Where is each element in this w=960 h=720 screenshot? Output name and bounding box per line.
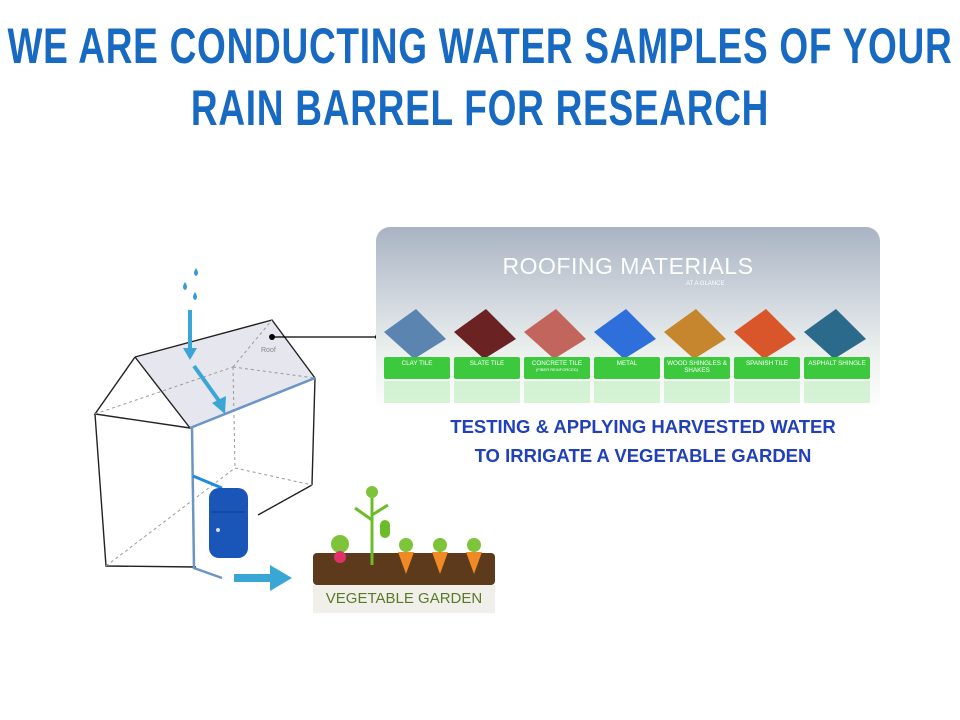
wood-shingle-icon [664, 309, 726, 357]
material-label-metal: METAL [594, 357, 660, 379]
house-outline [93, 319, 316, 568]
barrel-inlet-pipe [192, 474, 223, 490]
spanish-tile-icon [734, 309, 796, 357]
caption-line-1: TESTING & APPLYING HARVESTED WATER [450, 416, 836, 437]
roof-label: Roof [261, 347, 276, 354]
headline-line-2: RAIN BARREL FOR RESEARCH [190, 80, 770, 136]
garden-label: VEGETABLE GARDEN [325, 590, 483, 607]
asphalt-shingle-icon [804, 309, 866, 357]
carrot-icons [398, 538, 482, 574]
metal-icon [594, 309, 656, 357]
headline-line-1: WE ARE CONDUCTING WATER SAMPLES OF YOUR [7, 18, 953, 74]
rain-barrel-icon [209, 488, 248, 558]
house-hidden-edges [94, 319, 316, 567]
cucumber-plant-icon [354, 486, 390, 565]
caption-line-2: TO IRRIGATE A VEGETABLE GARDEN [474, 445, 812, 466]
material-label-slate-tile: SLATE TILE [454, 357, 520, 379]
material-label-clay-tile: CLAY TILE [384, 357, 450, 379]
raindrop-icons [183, 268, 198, 300]
flow-arrow-icons [183, 310, 292, 591]
gutter [189, 376, 316, 430]
clay-tile-icon [384, 309, 446, 357]
material-label-wood-shingles: WOOD SHINGLES & SHAKES [664, 357, 730, 379]
concrete-tile-icon [524, 309, 586, 357]
material-label-spanish-tile: SPANISH TILE [734, 357, 800, 379]
material-label-asphalt-shingle: ASPHALT SHINGLE [804, 357, 870, 379]
panel-title: ROOFING MATERIALS [502, 253, 754, 279]
roof-tile-icons [384, 309, 866, 357]
downspout [190, 427, 223, 580]
panel-subtitle: AT A GLANCE [686, 281, 725, 287]
slate-tile-icon [454, 309, 516, 357]
vegetable-garden-illustration [313, 486, 495, 613]
material-label-concrete-tile: CONCRETE TILE(FIBER REINFORCED) [524, 357, 590, 379]
roofing-materials-panel: ROOFING MATERIALS AT A GLANCE CLAY TILE … [376, 227, 880, 412]
lettuce-radish-icon [331, 535, 349, 563]
